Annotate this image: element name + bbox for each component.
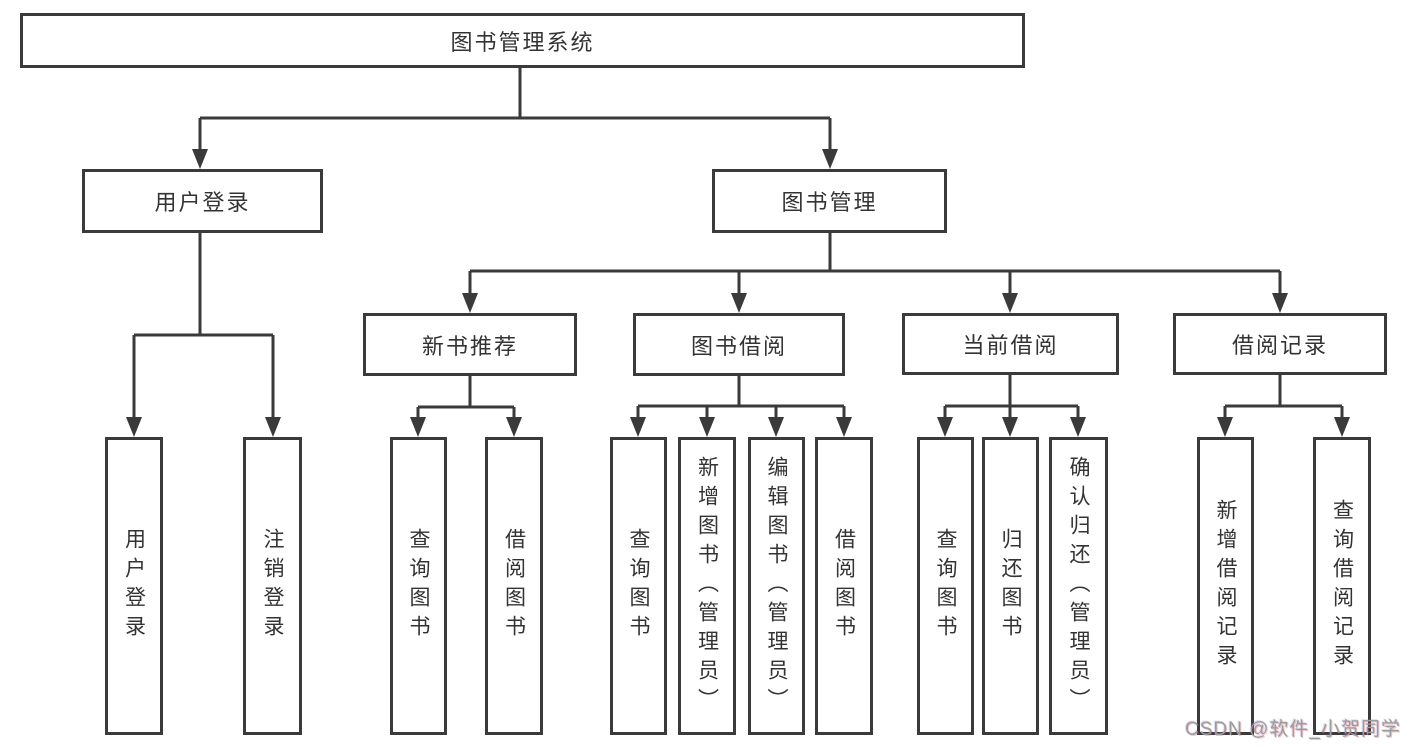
node-book-borrowing: 图书借阅 bbox=[633, 313, 845, 376]
leaf-add-borrow-record: 新增借阅记录 bbox=[1197, 437, 1254, 735]
leaf-return-books: 归还图书 bbox=[982, 437, 1039, 735]
leaf-label: 查询图书 bbox=[627, 528, 650, 644]
node-book-management-branch: 图书管理 bbox=[712, 169, 947, 233]
leaf-borrow-books-recommend: 借阅图书 bbox=[485, 437, 543, 735]
leaf-logout: 注销登录 bbox=[243, 437, 302, 735]
node-current-borrowing: 当前借阅 bbox=[902, 313, 1119, 375]
leaf-label: 归还图书 bbox=[999, 528, 1022, 644]
leaf-search-borrow-record: 查询借阅记录 bbox=[1313, 437, 1371, 735]
node-library-management-system: 图书管理系统 bbox=[20, 13, 1025, 68]
leaf-edit-books-admin: 编辑图书（管理员） bbox=[748, 437, 805, 735]
watermark: CSDN @软件_小贺同学 bbox=[1185, 719, 1401, 740]
leaf-label: 借阅图书 bbox=[832, 528, 856, 644]
leaf-add-books-admin: 新增图书（管理员） bbox=[678, 437, 736, 735]
leaf-search-books-borrow: 查询图书 bbox=[610, 437, 667, 735]
node-user-login-branch: 用户登录 bbox=[82, 169, 323, 233]
leaf-label: 新增图书（管理员） bbox=[695, 455, 719, 717]
leaf-user-login: 用户登录 bbox=[105, 437, 163, 735]
leaf-confirm-return-admin: 确认归还（管理员） bbox=[1049, 437, 1108, 735]
leaf-borrow-books: 借阅图书 bbox=[815, 437, 873, 735]
leaf-label: 借阅图书 bbox=[502, 528, 526, 644]
leaf-label: 查询借阅记录 bbox=[1330, 499, 1354, 673]
leaf-label: 确认归还（管理员） bbox=[1067, 455, 1090, 717]
leaf-label: 新增借阅记录 bbox=[1214, 499, 1237, 673]
leaf-label: 注销登录 bbox=[261, 528, 284, 644]
node-new-book-recommendation: 新书推荐 bbox=[363, 313, 577, 376]
leaf-search-books-current: 查询图书 bbox=[917, 437, 974, 735]
leaf-label: 查询图书 bbox=[407, 528, 430, 644]
arrowheads bbox=[126, 149, 1350, 437]
leaf-label: 用户登录 bbox=[122, 528, 146, 644]
leaf-label: 编辑图书（管理员） bbox=[765, 455, 788, 717]
leaf-search-books-recommend: 查询图书 bbox=[390, 437, 447, 735]
node-borrowing-records: 借阅记录 bbox=[1173, 313, 1387, 375]
leaf-label: 查询图书 bbox=[934, 528, 957, 644]
